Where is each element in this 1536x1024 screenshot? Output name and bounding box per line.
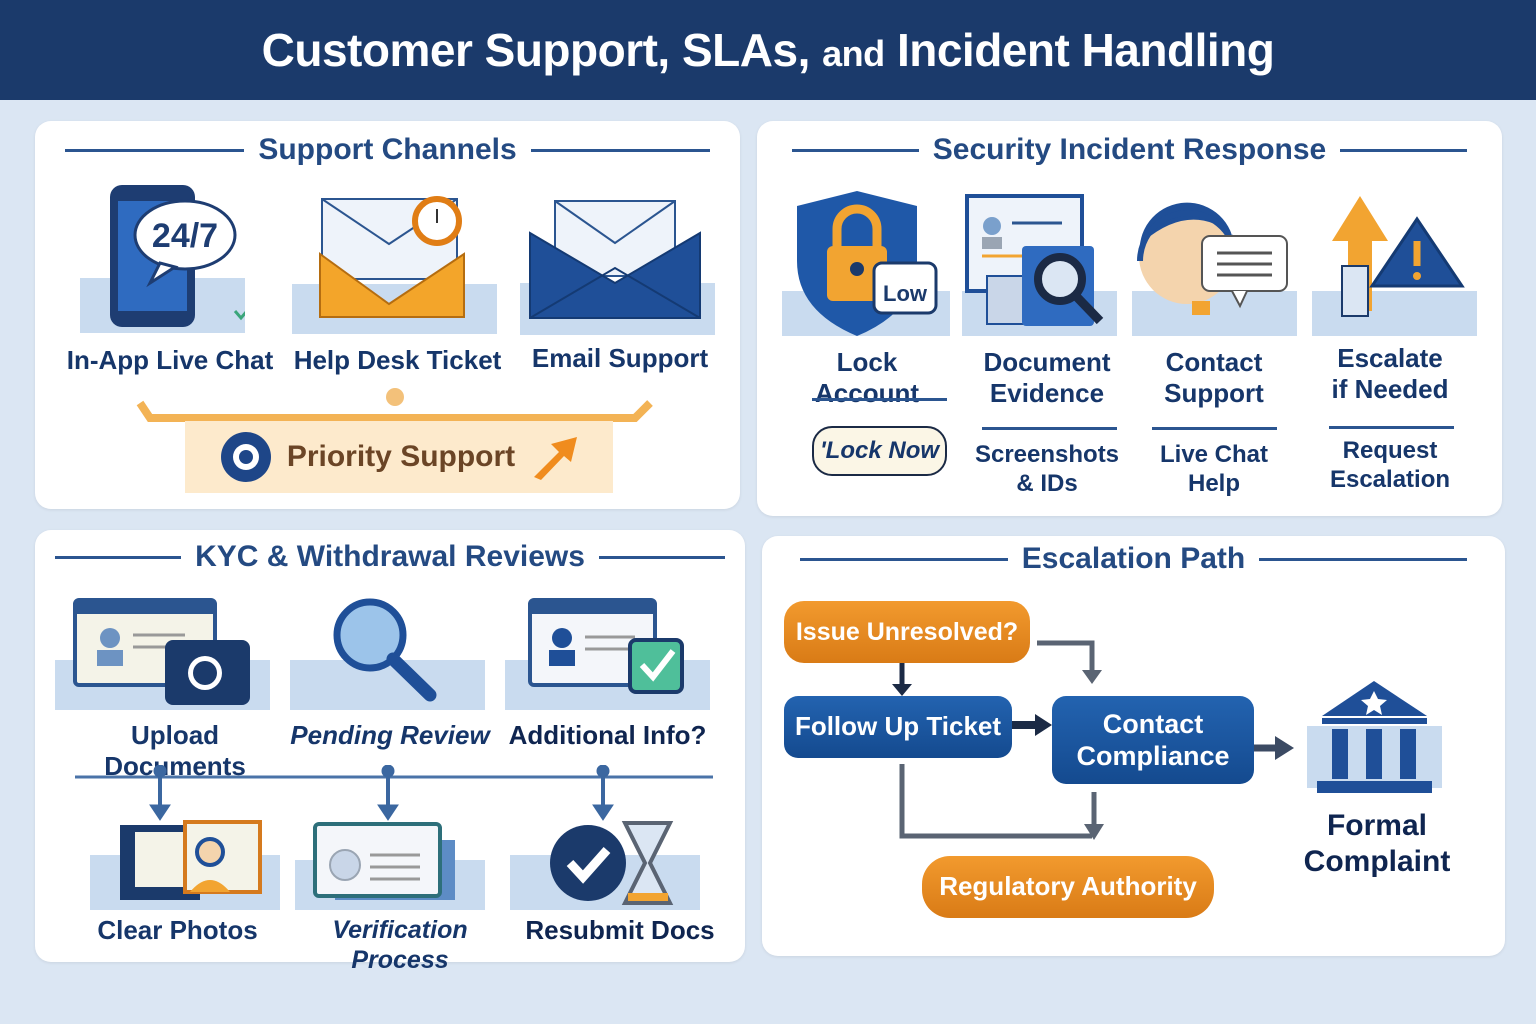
divider [800,557,1008,561]
screenshots-ids-label: Screenshots & IDs [962,441,1132,499]
support-channels-header: Support Channels [35,133,740,167]
label-line: if Needed [1331,374,1449,405]
formal-complaint-label: Formal Complaint [1297,808,1457,880]
escalate-label: Escalate if Needed [1305,343,1475,405]
kyc-panel: KYC & Withdrawal Reviews [35,530,745,974]
contact-support-label: Contact Support [1129,347,1299,409]
request-escalation-label: Request Escalation [1305,437,1475,495]
divider [1329,426,1454,429]
page-title: Customer Support, SLAs, and Incident Han… [262,23,1275,77]
photo-id-icon [90,820,280,910]
panel-title: KYC & Withdrawal Reviews [195,540,585,573]
label-line: Contact [1165,347,1263,377]
divider [982,427,1117,430]
bracket-connector [136,388,653,422]
support-channels-panel: Support Channels 24/7 [35,121,740,509]
live-chat-help-label: Live Chat Help [1129,441,1299,499]
divider [65,148,245,152]
magnifier-icon [290,595,485,710]
additional-info-label: Additional Info? [508,720,707,750]
panel-title: Support Channels [258,133,517,166]
verification-process-label: Verification Process [332,916,468,974]
envelope-clock-icon [292,189,497,334]
shield-lock-icon: Low [782,191,950,336]
label-line: Escalation [1329,465,1451,493]
channel-label-help-desk: Help Desk Ticket [293,345,502,375]
divider [1259,557,1467,561]
escalate-warning-icon [1312,191,1477,336]
priority-support-badge[interactable]: Priority Support [185,421,613,493]
target-icon [220,432,271,482]
security-header: Security Incident Response [757,133,1502,167]
contact-compliance-node[interactable]: Contact Compliance [1052,696,1254,784]
escalation-header: Escalation Path [762,542,1505,576]
label-line: Live Chat [1159,441,1269,468]
lock-account-label: Lock Account [815,347,919,409]
kyc-header: KYC & Withdrawal Reviews [35,540,745,574]
title-part-1: Customer Support, SLAs, [261,24,811,76]
regulatory-authority-node[interactable]: Regulatory Authority [922,856,1214,918]
divider [55,555,182,559]
divider [598,555,726,559]
follow-up-ticket-node[interactable]: Follow Up Ticket [784,696,1012,758]
arrow-up-right-icon [534,437,578,480]
verification-card-icon [295,820,485,910]
document-search-icon [962,191,1117,336]
escalation-arrows [892,640,1294,840]
label-line: Document [983,347,1111,377]
title-part-2: Incident Handling [896,24,1275,76]
resubmit-docs-label: Resubmit Docs [525,915,715,945]
phone-chat-icon: 24/7 [80,183,249,333]
label-line: & IDs [1016,469,1078,497]
clear-photos-label: Clear Photos [97,915,258,945]
divider [1340,148,1468,152]
header-banner: Customer Support, SLAs, and Incident Han… [0,0,1536,100]
divider [812,398,947,401]
svg-text:Low: Low [883,281,928,306]
headset-chat-icon [1132,191,1297,336]
government-building-icon [1307,681,1442,796]
label-line: Compliance [1076,741,1230,771]
kyc-flow-connector [75,765,713,821]
envelope-icon [520,193,715,335]
panel-title: Security Incident Response [932,133,1327,166]
priority-support-label: Priority Support [286,440,516,473]
security-panel: Security Incident Response Low [757,121,1502,516]
label-line: Evidence [989,378,1105,409]
label-line: Formal [1326,809,1428,842]
channel-label-live-chat: In-App Live Chat [66,345,274,375]
label-line: Screenshots [974,441,1120,468]
svg-text:24/7: 24/7 [152,217,218,255]
label-line: Request [1342,437,1438,464]
lock-now-button[interactable]: 'Lock Now [812,426,947,476]
issue-unresolved-node[interactable]: Issue Unresolved? [784,601,1030,663]
id-check-icon [505,595,710,710]
label-line: Complaint [1303,845,1451,878]
channel-label-email: Email Support [531,343,709,373]
divider [1152,427,1277,430]
panel-title: Escalation Path [1021,542,1246,575]
label-line: Help [1187,469,1240,497]
label-line: Escalate [1337,343,1443,373]
divider [530,148,710,152]
pending-review-label: Pending Review [290,720,490,750]
check-hourglass-icon [510,815,700,910]
divider [792,148,919,152]
escalation-panel: Escalation Path Issue Unresolved? Follow… [762,536,1505,956]
document-evidence-label: Document Evidence [962,347,1132,409]
label-line: Contact [1102,708,1204,739]
id-camera-icon [55,595,270,710]
label-line: Support [1164,378,1264,409]
title-small: and [822,33,885,74]
